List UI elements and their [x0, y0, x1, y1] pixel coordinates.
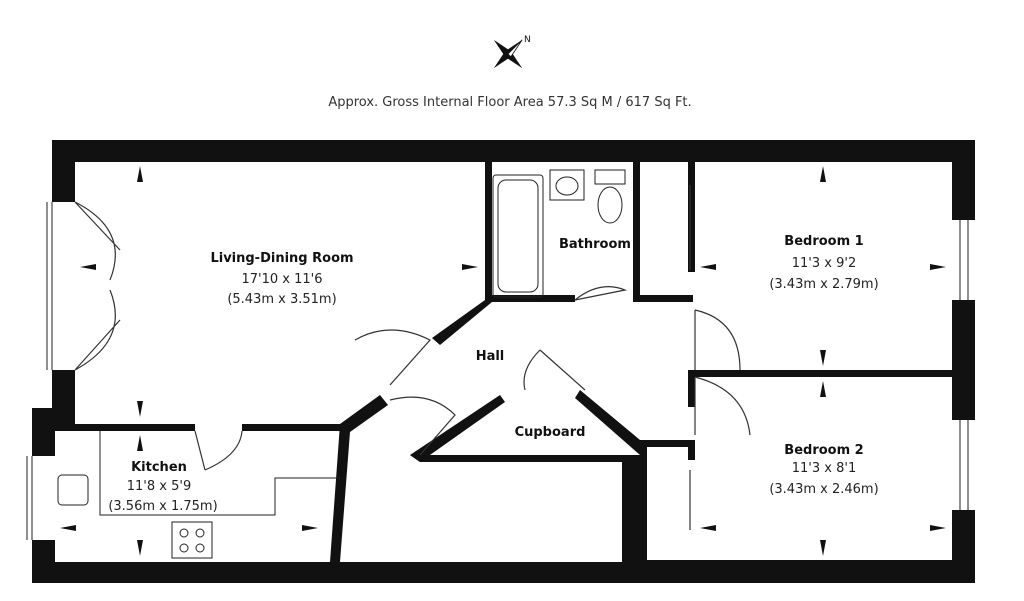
doors: [74, 185, 751, 530]
room-name: Bedroom 1: [784, 234, 863, 249]
room-metric: (3.43m x 2.46m): [769, 482, 878, 497]
room-imperial: 11'3 x 9'2: [792, 256, 856, 271]
room-imperial: 11'8 x 5'9: [127, 479, 191, 494]
compass-icon: [493, 39, 523, 69]
floor-area-title: Approx. Gross Internal Floor Area 57.3 S…: [328, 95, 691, 110]
room-metric: (3.56m x 1.75m): [108, 499, 217, 514]
room-bedroom-1: Bedroom 1 11'3 x 9'2 (3.43m x 2.79m): [769, 234, 878, 292]
room-imperial: 17'10 x 11'6: [241, 272, 322, 287]
bathtub: [492, 174, 544, 298]
room-metric: (5.43m x 3.51m): [227, 292, 336, 307]
room-hall: Hall: [476, 349, 505, 364]
room-name: Bedroom 2: [784, 443, 863, 458]
room-name: Kitchen: [131, 460, 187, 475]
room-cupboard: Cupboard: [515, 425, 586, 440]
room-imperial: 11'3 x 8'1: [792, 461, 856, 476]
compass-north-label: N: [524, 35, 531, 45]
hob: [171, 521, 213, 559]
room-living-dining: Living-Dining Room 17'10 x 11'6 (5.43m x…: [210, 251, 353, 307]
walls: [32, 140, 975, 583]
windows: [26, 202, 969, 540]
kitchen-counter: [57, 431, 340, 516]
dimension-arrows: [60, 166, 946, 556]
washbasin: [549, 169, 585, 201]
room-metric: (3.43m x 2.79m): [769, 277, 878, 292]
room-kitchen: Kitchen 11'8 x 5'9 (3.56m x 1.75m): [108, 460, 217, 514]
room-bathroom: Bathroom: [559, 237, 631, 252]
room-name: Living-Dining Room: [210, 251, 353, 266]
room-bedroom-2: Bedroom 2 11'3 x 8'1 (3.43m x 2.46m): [769, 443, 878, 497]
toilet: [594, 169, 626, 224]
